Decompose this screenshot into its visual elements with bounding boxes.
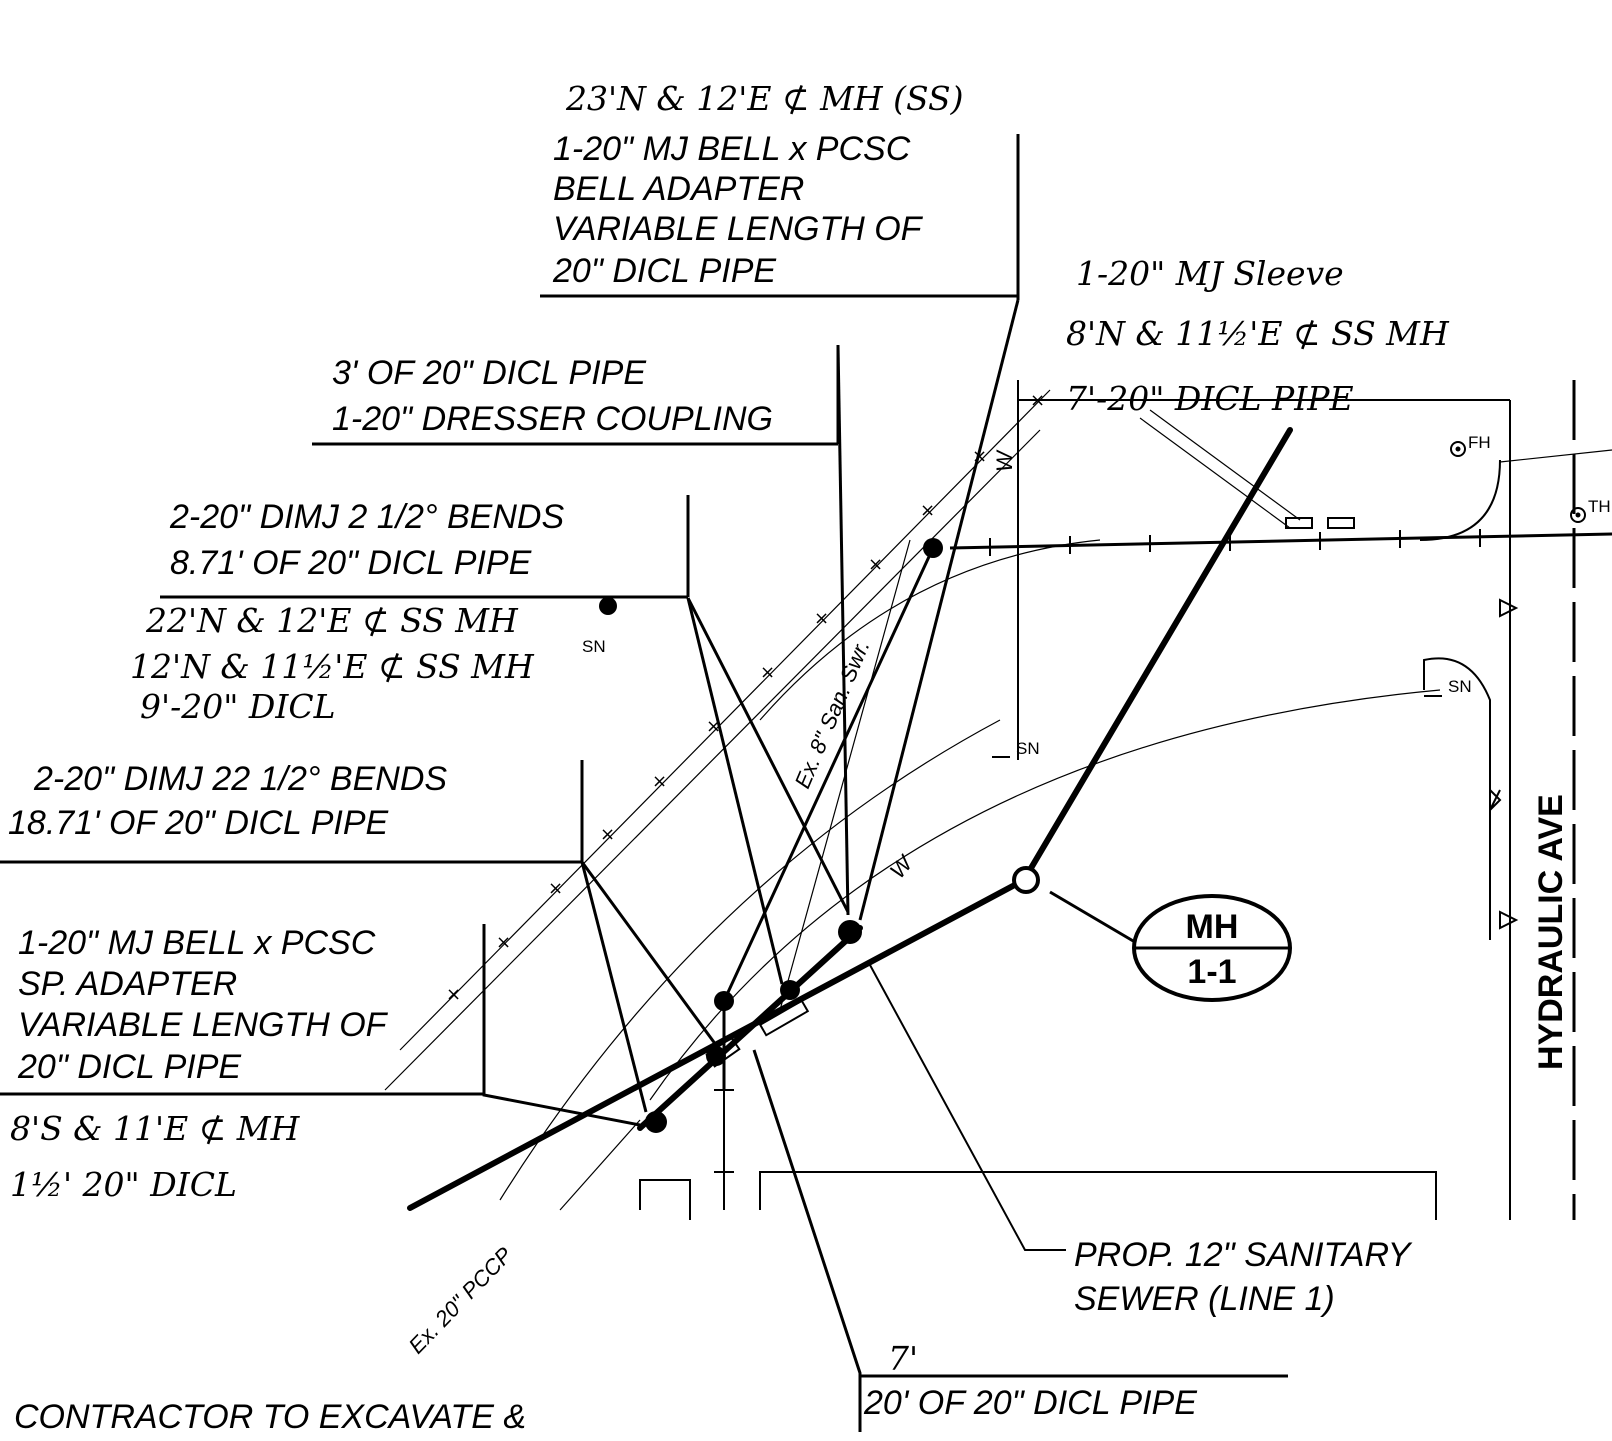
sn-label: SN — [1448, 677, 1472, 696]
handwritten-line: 22'N & 12'E ⊄ SS MH — [145, 601, 519, 640]
water-line — [949, 409, 1612, 556]
th-icon — [1570, 507, 1586, 523]
fitting-dot — [838, 920, 862, 944]
valve-symbols — [1489, 598, 1519, 930]
callout-sp-adapter: 1-20" MJ BELL x PCSC SP. ADAPTER VARIABL… — [0, 924, 486, 1096]
sn-labels: SN SN SN — [582, 637, 1472, 758]
svg-text:×: × — [548, 878, 563, 899]
callout-bottom-pipe: 7' 20' OF 20" DICL PIPE — [860, 1339, 1288, 1422]
sn-label: SN — [1016, 739, 1040, 758]
handwritten-line: 1-20" MJ Sleeve — [1076, 254, 1344, 293]
leader-lines — [482, 299, 1141, 1432]
handwritten-line: 7'-20" DICL PIPE — [1066, 379, 1354, 418]
svg-text:×: × — [446, 984, 461, 1005]
handwritten-line: 7' — [888, 1339, 918, 1378]
svg-text:×: × — [814, 608, 829, 629]
callout-line: 3' OF 20" DICL PIPE — [332, 354, 646, 392]
callout-sleeve-note: 1-20" MJ Sleeve 8'N & 11½'E ⊄ SS MH 7'-2… — [1066, 254, 1450, 418]
callout-22-5-deg-bends: 2-20" DIMJ 22 1/2° BENDS 18.71' OF 20" D… — [0, 760, 584, 864]
handwritten-line: 12'N & 11½'E ⊄ SS MH — [130, 647, 535, 686]
callout-line: BELL ADAPTER — [553, 170, 804, 208]
callout-line: 1-20" MJ BELL x PCSC — [18, 924, 376, 962]
proposed-pipe — [407, 427, 1293, 1211]
fitting-dot — [645, 1111, 667, 1133]
callout-line: 20" DICL PIPE — [17, 1048, 241, 1086]
handwritten-line: 8'N & 11½'E ⊄ SS MH — [1066, 314, 1450, 353]
manhole-symbol: MH 1-1 — [1132, 894, 1292, 1002]
water-label: W — [885, 850, 919, 884]
callout-line: 1-20" MJ BELL x PCSC — [553, 130, 911, 168]
callout-dresser-coupling: 3' OF 20" DICL PIPE 1-20" DRESSER COUPLI… — [312, 345, 840, 446]
callout-mid-handwritten: 22'N & 12'E ⊄ SS MH 12'N & 11½'E ⊄ SS MH… — [130, 601, 535, 726]
callout-line: 8.71' OF 20" DICL PIPE — [170, 544, 532, 582]
sn-label: SN — [582, 637, 606, 656]
callout-line: PROP. 12" SANITARY — [1074, 1236, 1413, 1274]
svg-text:×: × — [760, 662, 775, 683]
callout-line: SP. ADAPTER — [18, 965, 237, 1003]
street-name: HYDRAULIC AVE — [1532, 794, 1570, 1070]
manhole-id-top: MH — [1186, 908, 1239, 946]
callout-line: VARIABLE LENGTH OF — [553, 210, 924, 248]
footer-note: CONTRACTOR TO EXCAVATE & — [14, 1398, 526, 1436]
property-lines — [639, 380, 1576, 1220]
callout-low-handwritten: 8'S & 11'E ⊄ MH 1½' 20" DICL — [10, 1109, 301, 1204]
handwritten-line: 8'S & 11'E ⊄ MH — [10, 1109, 301, 1148]
top-handwritten-note: 23'N & 12'E ⊄ MH (SS) — [565, 79, 964, 118]
callout-line: 2-20" DIMJ 22 1/2° BENDS — [33, 760, 447, 798]
handwritten-line: 1½' 20" DICL — [10, 1165, 237, 1204]
callout-line: VARIABLE LENGTH OF — [18, 1006, 389, 1044]
ex-pccp-label: Ex. 20" PCCP — [404, 1242, 518, 1358]
callout-proposed-sewer: PROP. 12" SANITARY SEWER (LINE 1) — [1074, 1236, 1413, 1318]
fire-hydrant-icon — [1450, 441, 1466, 457]
th-label: TH — [1588, 497, 1611, 516]
callout-line: 20' OF 20" DICL PIPE — [863, 1384, 1197, 1422]
callout-line: SEWER (LINE 1) — [1074, 1280, 1335, 1318]
svg-text:×: × — [920, 500, 935, 521]
water-label: W — [992, 449, 1017, 472]
callout-bell-adapter-top: 1-20" MJ BELL x PCSC BELL ADAPTER VARIAB… — [540, 130, 1020, 300]
manhole-node — [1012, 866, 1040, 894]
fittings — [599, 538, 943, 1210]
water-labels: W W — [885, 449, 1017, 883]
callout-line: 18.71' OF 20" DICL PIPE — [8, 804, 388, 842]
svg-text:×: × — [600, 824, 615, 845]
fitting-dot — [706, 1046, 726, 1066]
svg-text:×: × — [868, 554, 883, 575]
svg-text:×: × — [496, 932, 511, 953]
callout-2-5-deg-bends: 2-20" DIMJ 2 1/2° BENDS 8.71' OF 20" DIC… — [160, 495, 690, 599]
callout-line: 20" DICL PIPE — [552, 252, 776, 290]
manhole-id-bottom: 1-1 — [1187, 953, 1236, 991]
callout-line: 1-20" DRESSER COUPLING — [332, 400, 773, 438]
hydrant-symbols: FH TH — [1450, 433, 1612, 523]
fitting-dot — [599, 597, 617, 615]
svg-text:×: × — [652, 771, 667, 792]
fh-label: FH — [1468, 433, 1491, 452]
callout-line: 2-20" DIMJ 2 1/2° BENDS — [169, 498, 564, 536]
fitting-dot — [780, 980, 800, 1000]
handwritten-line: 9'-20" DICL — [140, 687, 336, 726]
